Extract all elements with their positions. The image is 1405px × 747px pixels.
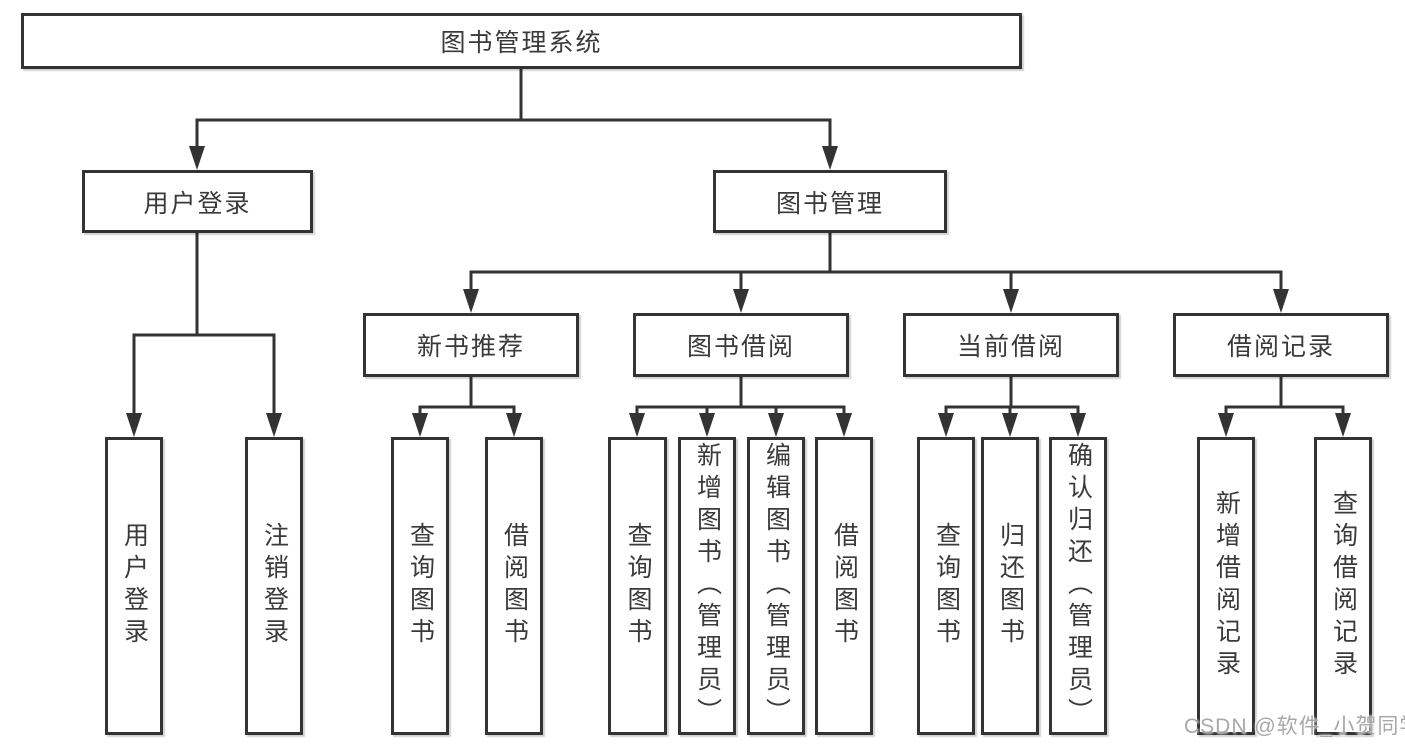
leaf-borrow-books-recommend: 借阅图书 bbox=[485, 437, 543, 735]
csdn-watermark: CSDN @软件_小贺同学 bbox=[1184, 715, 1405, 738]
node-new-book-recommend: 新书推荐 bbox=[363, 313, 579, 377]
leaf-query-books-current: 查询图书 bbox=[917, 437, 975, 735]
leaf-confirm-return-admin-label: 确认归还（管理员） bbox=[1064, 442, 1093, 730]
leaf-add-borrow-record: 新增借阅记录 bbox=[1197, 437, 1255, 735]
leaf-add-borrow-record-label: 新增借阅记录 bbox=[1212, 490, 1241, 682]
node-user-login: 用户登录 bbox=[82, 170, 313, 233]
node-root-system-label: 图书管理系统 bbox=[440, 29, 603, 57]
leaf-logout-login: 注销登录 bbox=[245, 437, 303, 735]
node-borrowing-records: 借阅记录 bbox=[1173, 313, 1389, 377]
leaf-user-login: 用户登录 bbox=[105, 437, 163, 735]
leaf-user-login-label: 用户登录 bbox=[120, 522, 149, 650]
leaf-edit-books-admin: 编辑图书（管理员） bbox=[747, 437, 805, 735]
leaf-borrow-books-borrowing: 借阅图书 bbox=[815, 437, 873, 735]
leaf-add-books-admin-label: 新增图书（管理员） bbox=[693, 442, 722, 730]
node-book-management: 图书管理 bbox=[713, 170, 947, 233]
node-root-system: 图书管理系统 bbox=[21, 13, 1022, 69]
leaf-return-books: 归还图书 bbox=[981, 437, 1039, 735]
node-new-book-recommend-label: 新书推荐 bbox=[416, 333, 525, 361]
node-borrowing-records-label: 借阅记录 bbox=[1226, 333, 1335, 361]
leaf-edit-books-admin-label: 编辑图书（管理员） bbox=[762, 442, 791, 730]
node-current-borrowing-label: 当前借阅 bbox=[956, 333, 1065, 361]
leaf-query-books-borrowing-label: 查询图书 bbox=[624, 522, 652, 650]
leaf-return-books-label: 归还图书 bbox=[996, 522, 1025, 650]
leaf-logout-login-label: 注销登录 bbox=[260, 522, 289, 650]
leaf-borrow-books-borrowing-label: 借阅图书 bbox=[830, 522, 859, 650]
leaf-query-borrow-record: 查询借阅记录 bbox=[1314, 437, 1372, 735]
leaf-query-borrow-record-label: 查询借阅记录 bbox=[1329, 490, 1358, 682]
node-user-login-label: 用户登录 bbox=[143, 189, 252, 218]
node-book-borrowing: 图书借阅 bbox=[633, 313, 849, 377]
node-book-management-label: 图书管理 bbox=[775, 189, 884, 218]
leaf-confirm-return-admin: 确认归还（管理员） bbox=[1049, 437, 1107, 735]
node-book-borrowing-label: 图书借阅 bbox=[686, 333, 795, 361]
node-current-borrowing: 当前借阅 bbox=[903, 313, 1119, 377]
leaf-add-books-admin: 新增图书（管理员） bbox=[678, 437, 736, 735]
leaf-borrow-books-recommend-label: 借阅图书 bbox=[500, 522, 529, 650]
leaf-query-books-current-label: 查询图书 bbox=[932, 522, 961, 650]
leaf-query-books-recommend: 查询图书 bbox=[391, 437, 449, 735]
leaf-query-books-borrowing: 查询图书 bbox=[608, 437, 667, 735]
leaf-query-books-recommend-label: 查询图书 bbox=[406, 522, 435, 650]
